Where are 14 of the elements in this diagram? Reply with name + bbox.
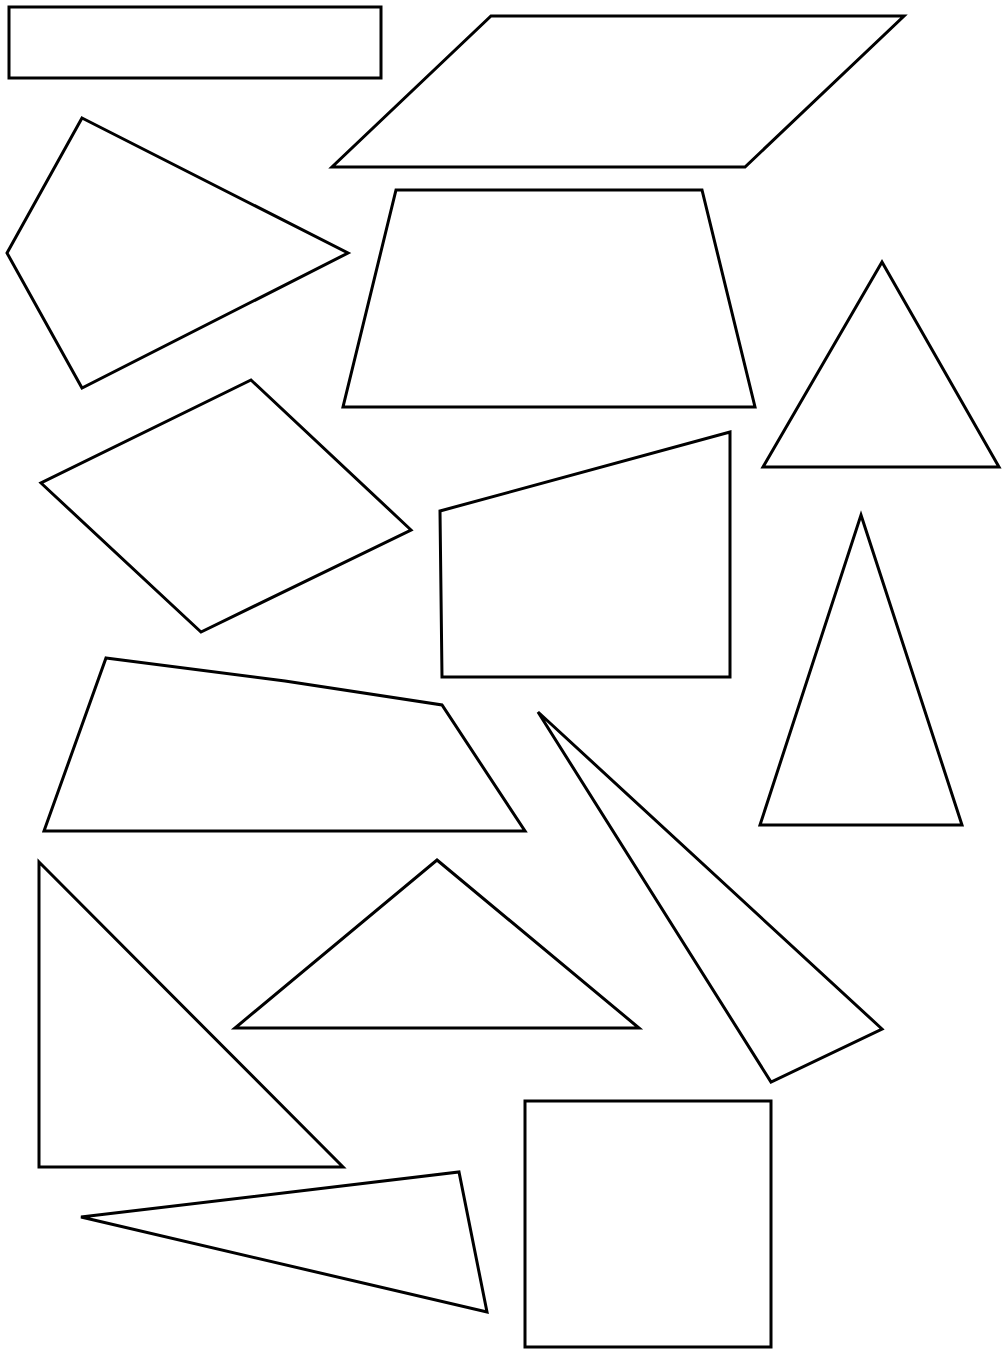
quadrilateral-outline xyxy=(438,430,732,679)
kite-outline xyxy=(5,116,352,390)
trapezoid-outline xyxy=(341,188,757,409)
quadrilateral-outline xyxy=(38,378,414,634)
rectangle-outline xyxy=(7,5,383,80)
parallelogram-outline xyxy=(328,14,908,169)
pentagon-outline xyxy=(41,656,528,833)
triangle-outline xyxy=(37,858,347,1169)
triangle-outline xyxy=(760,259,1002,469)
triangle-outline xyxy=(536,710,885,1084)
triangle-outline xyxy=(230,858,644,1030)
square-outline xyxy=(523,1099,773,1349)
triangle-outline xyxy=(757,510,965,827)
triangle-outline xyxy=(79,1170,489,1314)
